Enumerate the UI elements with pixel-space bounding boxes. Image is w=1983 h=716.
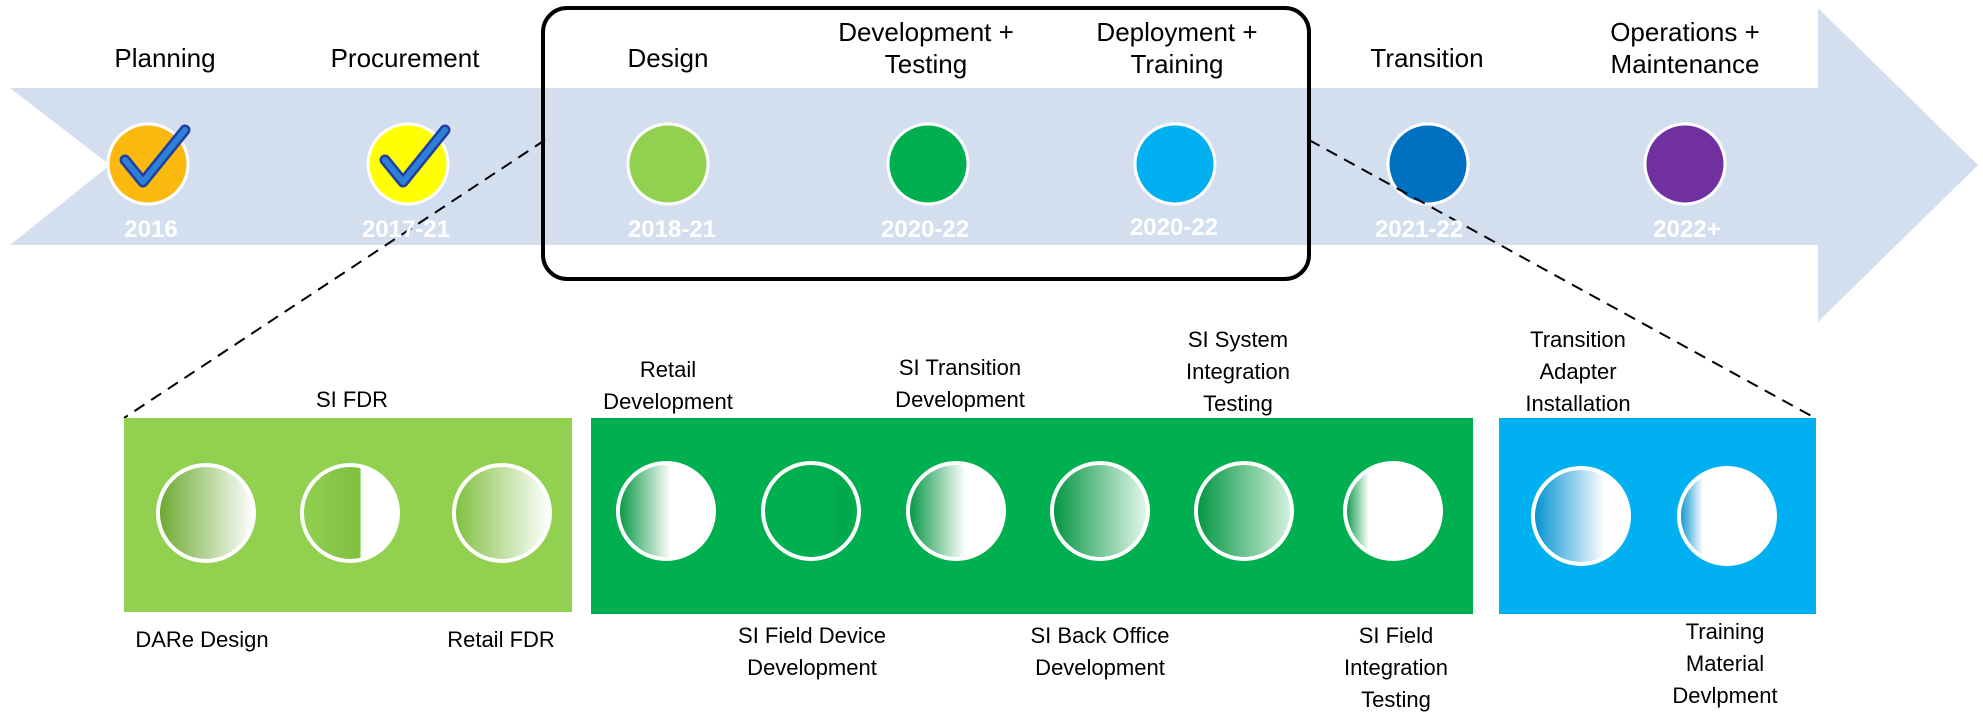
year-label-planning: 2016 bbox=[124, 216, 178, 243]
label-si-transition-development: SI Transition Development bbox=[895, 352, 1025, 416]
label-retail-development-line2: Development bbox=[603, 389, 733, 414]
phase-circles bbox=[106, 122, 1727, 206]
year-label-transition: 2021-22 bbox=[1374, 216, 1464, 243]
phase-label-planning: Planning bbox=[114, 43, 216, 73]
phase-label-development-line2: Testing bbox=[884, 49, 968, 79]
label-retail-development-line1: Retail bbox=[639, 357, 697, 382]
year-label-operations: 2022+ bbox=[1653, 216, 1721, 243]
phase-label-operations-line1: Operations + bbox=[1610, 17, 1760, 47]
label-training-material-line2: Material bbox=[1685, 651, 1765, 676]
label-transition-adapter-line3: Installation bbox=[1525, 391, 1631, 416]
phase-label-transition: Transition bbox=[1370, 43, 1484, 73]
label-si-field-device-line2: Development bbox=[747, 655, 877, 680]
dep-task-2-circle bbox=[1677, 466, 1777, 566]
design-task-1-circle bbox=[156, 463, 256, 563]
label-si-system-line3: Testing bbox=[1203, 391, 1273, 416]
zoom-line-right bbox=[1308, 139, 1816, 419]
label-training-material-development: Training Material Devlpment bbox=[1672, 616, 1777, 712]
year-label-design: 2018-21 bbox=[627, 216, 717, 243]
label-dare-design: DARe Design bbox=[135, 627, 269, 652]
phase-label-development: Development + Testing bbox=[838, 16, 1014, 80]
phase-label-design: Design bbox=[627, 43, 709, 73]
timeline-arrow bbox=[10, 8, 1978, 322]
label-si-back-office-development: SI Back Office Development bbox=[1031, 620, 1170, 684]
dep-task-1-circle bbox=[1531, 466, 1631, 566]
development-circle bbox=[886, 122, 970, 206]
phase-label-development-line1: Development + bbox=[838, 17, 1014, 47]
dev-task-3-circle bbox=[906, 461, 1006, 561]
phase-label-procurement: Procurement bbox=[330, 43, 480, 73]
label-retail-development: Retail Development bbox=[603, 354, 733, 418]
year-label-procurement: 2017-21 bbox=[361, 216, 451, 243]
year-label-deployment: 2020-22 bbox=[1129, 214, 1219, 241]
phase-label-operations: Operations + Maintenance bbox=[1610, 16, 1760, 80]
dev-task-6-circle bbox=[1343, 461, 1443, 561]
year-label-development: 2020-22 bbox=[880, 216, 970, 243]
current-phase-highlight bbox=[541, 6, 1311, 281]
phase-label-deployment-line2: Training bbox=[1130, 49, 1224, 79]
design-circle bbox=[626, 122, 710, 206]
phase-label-deployment: Deployment + Training bbox=[1096, 16, 1257, 80]
label-si-field-integration-line2: Integration bbox=[1344, 655, 1448, 680]
deployment-circle bbox=[1133, 122, 1217, 206]
dev-task-4-circle bbox=[1050, 461, 1150, 561]
label-si-transition-line2: Development bbox=[895, 387, 1025, 412]
zoom-line-left bbox=[123, 139, 546, 419]
label-si-system-integration-testing: SI System Integration Testing bbox=[1186, 324, 1290, 420]
design-task-3-circle bbox=[452, 463, 552, 563]
dev-task-5-circle bbox=[1194, 461, 1294, 561]
label-si-field-integration-testing: SI Field Integration Testing bbox=[1344, 620, 1448, 716]
phase-label-operations-line2: Maintenance bbox=[1610, 49, 1760, 79]
label-si-field-device-development: SI Field Device Development bbox=[738, 620, 886, 684]
label-si-transition-line1: SI Transition bbox=[898, 355, 1022, 380]
label-transition-adapter-line2: Adapter bbox=[1539, 359, 1617, 384]
label-si-field-device-line1: SI Field Device bbox=[738, 623, 886, 648]
phase-label-deployment-line1: Deployment + bbox=[1096, 17, 1258, 47]
label-transition-adapter-installation: Transition Adapter Installation bbox=[1525, 324, 1630, 420]
transition-circle bbox=[1386, 122, 1470, 206]
label-training-material-line3: Devlpment bbox=[1672, 683, 1778, 708]
label-si-back-office-line2: Development bbox=[1035, 655, 1165, 680]
label-si-system-line1: SI System bbox=[1187, 327, 1289, 352]
development-panel bbox=[591, 418, 1473, 614]
dev-task-2-circle bbox=[761, 461, 861, 561]
label-si-system-line2: Integration bbox=[1186, 359, 1290, 384]
label-si-field-integration-line3: Testing bbox=[1361, 687, 1431, 712]
operations-circle bbox=[1643, 122, 1727, 206]
design-task-2-circle bbox=[300, 463, 400, 563]
label-transition-adapter-line1: Transition bbox=[1530, 327, 1626, 352]
dev-task-1-circle bbox=[616, 461, 716, 561]
label-training-material-line1: Training bbox=[1685, 619, 1765, 644]
label-si-back-office-line1: SI Back Office bbox=[1030, 623, 1170, 648]
label-si-fdr: SI FDR bbox=[315, 387, 389, 412]
label-retail-fdr: Retail FDR bbox=[447, 627, 555, 652]
label-si-field-integration-line1: SI Field bbox=[1358, 623, 1434, 648]
